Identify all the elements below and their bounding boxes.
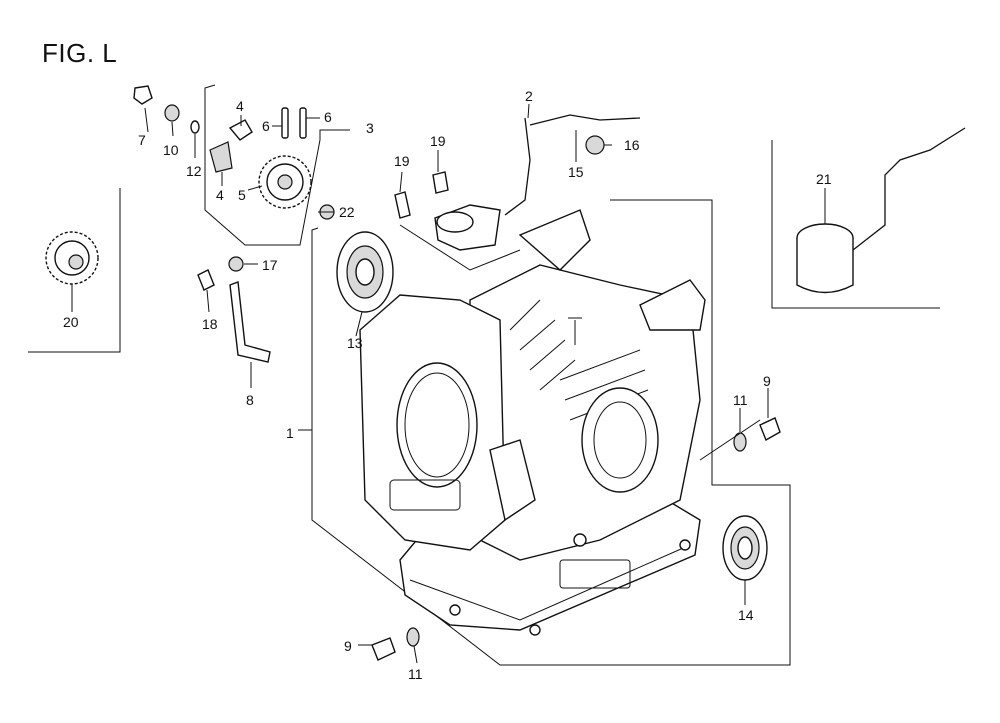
callout-16: 16 <box>624 137 640 153</box>
callout-2: 2 <box>525 88 533 104</box>
callout-3: 3 <box>366 120 374 136</box>
callout-9-right: 9 <box>763 373 771 389</box>
callout-11-bottom: 11 <box>408 666 423 682</box>
callout-22: 22 <box>339 204 355 220</box>
crankcase <box>359 209 706 636</box>
callout-4-lower: 4 <box>216 187 224 203</box>
breather-tube-assembly <box>394 114 641 251</box>
bearing <box>336 231 394 313</box>
callout-1: 1 <box>286 425 294 441</box>
callout-6-right: 6 <box>324 109 332 125</box>
callout-21: 21 <box>816 171 832 187</box>
callout-18: 18 <box>202 316 218 332</box>
figure-title: FIG. L <box>42 38 118 68</box>
callout-4-upper: 4 <box>236 98 244 114</box>
callout-7: 7 <box>138 132 146 148</box>
callout-8: 8 <box>246 392 254 408</box>
callout-5: 5 <box>238 187 246 203</box>
callout-9-bottom: 9 <box>344 638 352 654</box>
small-parts <box>133 85 781 661</box>
leader-lines <box>71 103 826 664</box>
callout-11-right: 11 <box>733 392 748 408</box>
group-bracket-lines <box>28 84 940 666</box>
callout-19-left: 19 <box>394 153 410 169</box>
callout-14: 14 <box>738 607 754 623</box>
callout-17: 17 <box>262 257 278 273</box>
callout-20: 20 <box>63 314 79 330</box>
oil-seal <box>722 515 768 581</box>
callout-19-right: 19 <box>430 133 446 149</box>
callout-15: 15 <box>568 164 584 180</box>
callout-10: 10 <box>163 142 179 158</box>
callout-13: 13 <box>347 335 363 351</box>
gear <box>45 231 99 285</box>
callout-12: 12 <box>186 163 202 179</box>
callout-labels: 1 2 3 4 4 5 6 6 7 8 9 9 10 11 11 12 13 1… <box>63 88 832 682</box>
governor-gear <box>258 155 312 209</box>
oil-alert-unit <box>796 127 966 294</box>
callout-6-left: 6 <box>262 118 270 134</box>
